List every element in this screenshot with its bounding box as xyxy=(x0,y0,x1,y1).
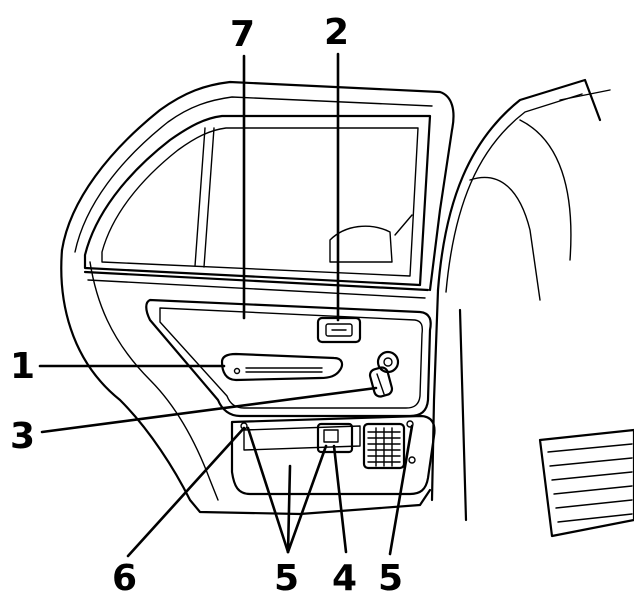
callout-6: 6 xyxy=(112,558,137,598)
leader-6 xyxy=(126,426,246,558)
leader-5a-1 xyxy=(246,426,290,554)
window-winder xyxy=(368,350,400,398)
armrest-handle xyxy=(220,352,344,382)
callout-2: 2 xyxy=(324,12,349,53)
leader-5a-3 xyxy=(286,444,328,554)
callout-numbers: 7 2 1 3 6 5 4 5 xyxy=(10,12,403,598)
callout-1: 1 xyxy=(10,346,35,387)
leader-5b xyxy=(388,424,414,556)
callout-3: 3 xyxy=(10,416,35,457)
leader-3 xyxy=(40,386,378,434)
leader-4 xyxy=(332,444,348,554)
callout-5-left: 5 xyxy=(274,558,299,598)
callout-4: 4 xyxy=(332,558,357,598)
callout-7: 7 xyxy=(230,14,255,55)
rear-door xyxy=(60,80,455,516)
open-front-door xyxy=(430,78,611,522)
rear-lamp xyxy=(538,428,634,538)
speaker-grille xyxy=(362,422,406,470)
inner-door-handle xyxy=(316,316,362,344)
leader-lines xyxy=(38,52,414,558)
door-pocket xyxy=(230,414,436,496)
callout-5-right: 5 xyxy=(378,558,403,598)
leader-5a-2 xyxy=(286,464,292,554)
